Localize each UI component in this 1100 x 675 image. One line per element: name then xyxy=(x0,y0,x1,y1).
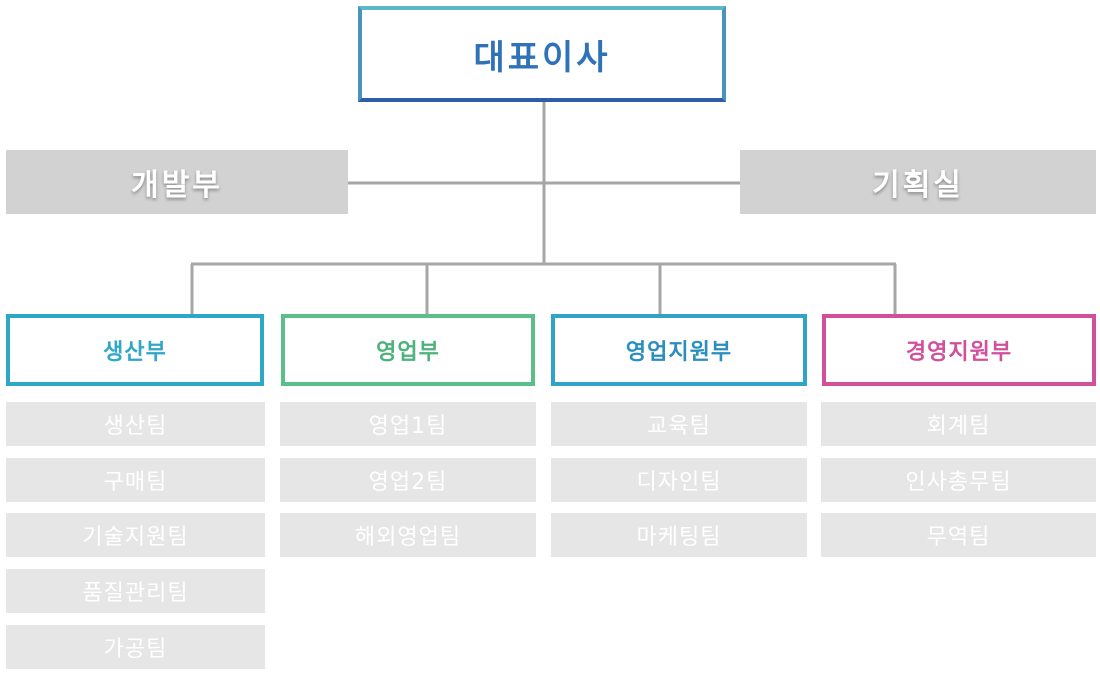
department-label: 영업지원부 xyxy=(625,340,733,365)
team-box: 가공팀 xyxy=(6,625,265,669)
department-box-sales-support: 영업지원부 xyxy=(551,314,807,386)
team-label: 교육팀 xyxy=(647,414,711,439)
ceo-label: 대표이사 xyxy=(473,37,611,78)
department-label: 경영지원부 xyxy=(905,340,1013,365)
team-label: 회계팀 xyxy=(926,414,991,439)
team-label: 영업2팀 xyxy=(368,470,448,495)
team-box: 기술지원팀 xyxy=(6,513,265,557)
team-label: 기술지원팀 xyxy=(82,525,189,550)
planning-office-box: 기획실 xyxy=(740,150,1096,214)
team-box: 교육팀 xyxy=(551,402,807,446)
development-dept-box: 개발부 xyxy=(6,150,348,214)
team-label: 가공팀 xyxy=(103,637,168,662)
department-label: 영업부 xyxy=(376,340,440,365)
team-box: 영업2팀 xyxy=(280,458,536,502)
department-box-production: 생산부 xyxy=(6,314,264,386)
team-label: 디자인팀 xyxy=(636,470,722,495)
team-label: 구매팀 xyxy=(103,470,168,495)
team-label: 인사총무팀 xyxy=(905,470,1012,495)
team-label: 생산팀 xyxy=(103,414,168,439)
department-label: 생산부 xyxy=(103,340,167,365)
department-box-sales: 영업부 xyxy=(281,314,535,386)
team-box: 인사총무팀 xyxy=(821,458,1096,502)
development-dept-label: 개발부 xyxy=(131,168,223,203)
team-label: 품질관리팀 xyxy=(82,581,189,606)
team-box: 무역팀 xyxy=(821,513,1096,557)
team-box: 구매팀 xyxy=(6,458,265,502)
team-box: 회계팀 xyxy=(821,402,1096,446)
department-box-management-support: 경영지원부 xyxy=(822,314,1096,386)
team-box: 마케팅팀 xyxy=(551,513,807,557)
planning-office-label: 기획실 xyxy=(872,168,964,203)
team-box: 디자인팀 xyxy=(551,458,807,502)
team-box: 영업1팀 xyxy=(280,402,536,446)
ceo-box: 대표이사 xyxy=(358,6,726,102)
team-box: 생산팀 xyxy=(6,402,265,446)
team-box: 해외영업팀 xyxy=(280,513,536,557)
team-label: 영업1팀 xyxy=(368,414,448,439)
team-label: 마케팅팀 xyxy=(636,525,722,550)
team-label: 해외영업팀 xyxy=(354,525,462,550)
team-box: 품질관리팀 xyxy=(6,569,265,613)
team-label: 무역팀 xyxy=(926,525,991,550)
